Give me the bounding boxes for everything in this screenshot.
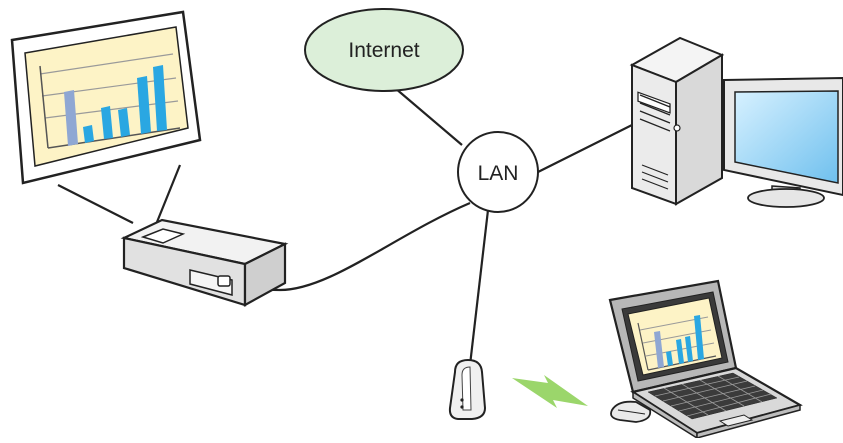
- internet-node: Internet: [304, 8, 464, 92]
- projector-icon: [120, 218, 289, 307]
- desktop-computer-icon: [629, 36, 843, 208]
- laptop-icon: [608, 279, 803, 440]
- internet-label: Internet: [348, 39, 419, 62]
- projector-screen-icon: [10, 10, 202, 185]
- line-internet-lan: [394, 87, 463, 146]
- internet-ellipse: [304, 8, 464, 92]
- wireless-signal-icon: [512, 375, 588, 408]
- connection-lines: [57, 87, 633, 366]
- lan-label: LAN: [478, 162, 519, 185]
- lan-node: LAN: [457, 131, 539, 213]
- lan-circle: [457, 131, 539, 213]
- line-screen-projector-left: [57, 184, 134, 224]
- wireless-access-point-icon: [448, 358, 487, 420]
- line-lan-desktop: [537, 124, 633, 173]
- line-lan-accesspoint: [468, 209, 490, 366]
- line-screen-projector-right: [155, 164, 182, 223]
